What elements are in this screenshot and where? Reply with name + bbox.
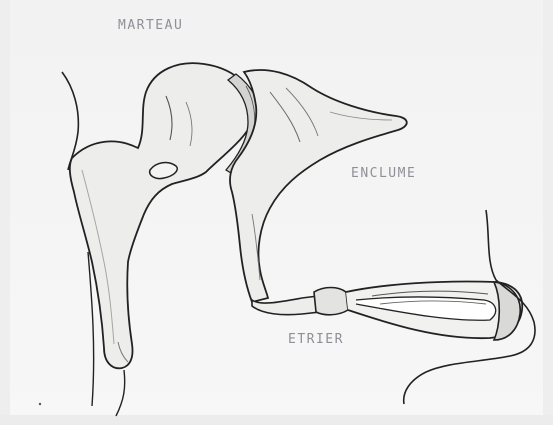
- label-malleus: MARTEAU: [118, 18, 183, 33]
- label-stapes: ETRIER: [288, 332, 344, 347]
- label-incus: ENCLUME: [351, 166, 416, 181]
